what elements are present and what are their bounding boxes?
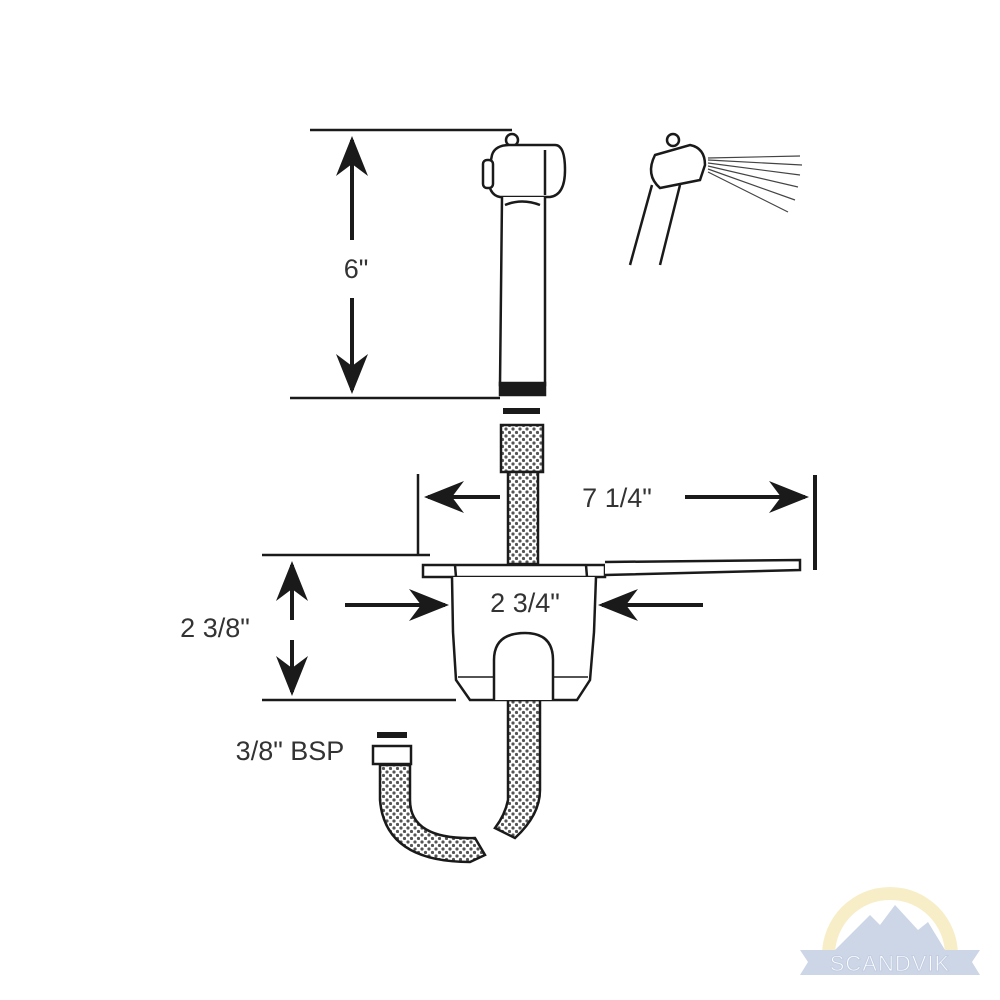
label-housing-width: 2 3/4": [490, 588, 560, 618]
shower-handle: [481, 132, 567, 474]
spray-detail: [628, 132, 803, 266]
scandvik-logo: SCANDVIK: [800, 887, 980, 977]
label-housing-height: 2 3/8": [180, 613, 250, 643]
bsp-fitting: [371, 732, 413, 766]
logo-text: SCANDVIK: [830, 951, 950, 976]
overall-width-dimension: [416, 474, 817, 570]
label-thread-size: 3/8" BSP: [236, 736, 345, 766]
handle-height-dimension: [290, 128, 512, 400]
label-handle-height: 6": [344, 254, 369, 284]
housing-height-dimension: [262, 553, 456, 702]
label-overall-width: 7 1/4": [582, 483, 652, 513]
housing: [421, 558, 802, 702]
